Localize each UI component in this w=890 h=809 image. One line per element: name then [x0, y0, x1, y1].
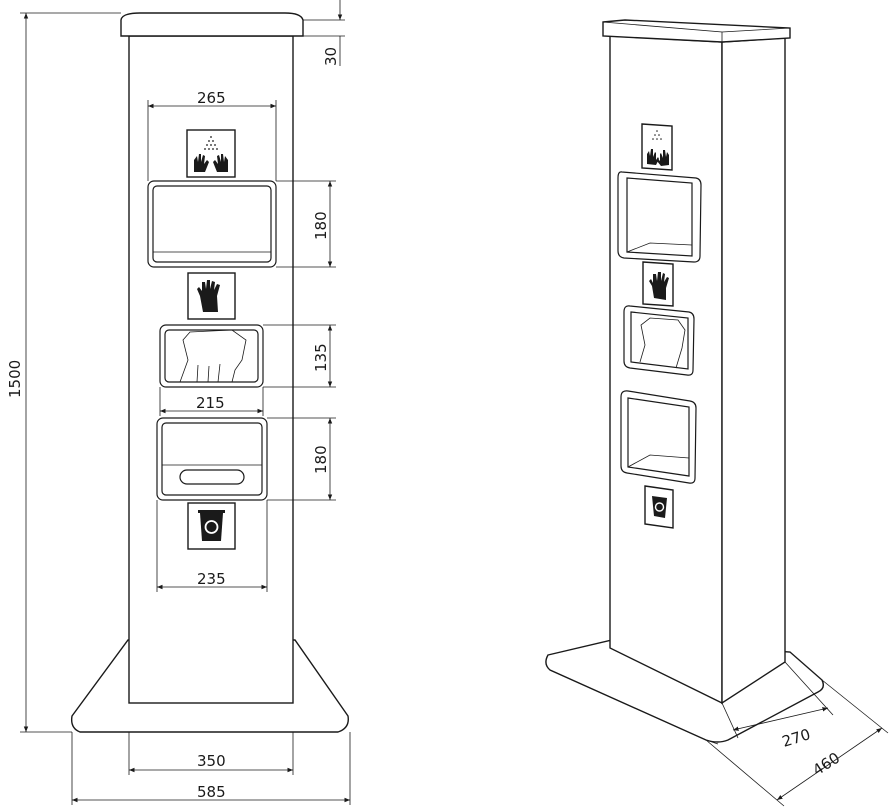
front-glove-slot [159, 324, 264, 388]
glove-icon [187, 272, 236, 320]
front-top-slot [147, 180, 277, 268]
iso-sanitizer-hands-icon [641, 123, 673, 171]
front-bottom-slot [156, 417, 268, 501]
iso-glove-icon [642, 261, 674, 307]
dim-base-width: 585 [197, 783, 226, 801]
dim-bottom-slot-height: 180 [312, 445, 330, 474]
front-cap [120, 12, 304, 37]
dim-total-height: 1500 [6, 360, 24, 398]
dimension-lines [20, 0, 351, 805]
iso-bottom-slot [620, 390, 697, 484]
isometric-view [545, 19, 889, 807]
iso-column-side [721, 37, 786, 705]
recycle-bin-icon [187, 502, 236, 550]
iso-glove-slot [623, 305, 695, 376]
dim-glove-slot-height: 135 [312, 343, 330, 372]
sanitizer-hands-icon [186, 129, 236, 178]
dim-column-width: 350 [197, 752, 226, 770]
dim-top-slot-width: 265 [197, 89, 226, 107]
dim-glove-slot-width: 215 [196, 394, 225, 412]
dim-bottom-slot-width: 235 [197, 570, 226, 588]
dim-top-gap: 30 [322, 47, 340, 66]
iso-top-slot [617, 171, 702, 263]
front-view [70, 12, 349, 733]
dim-top-slot-height: 180 [312, 211, 330, 240]
iso-recycle-bin-icon [644, 485, 674, 529]
dim-iso-depth-column: 270 [780, 725, 813, 751]
